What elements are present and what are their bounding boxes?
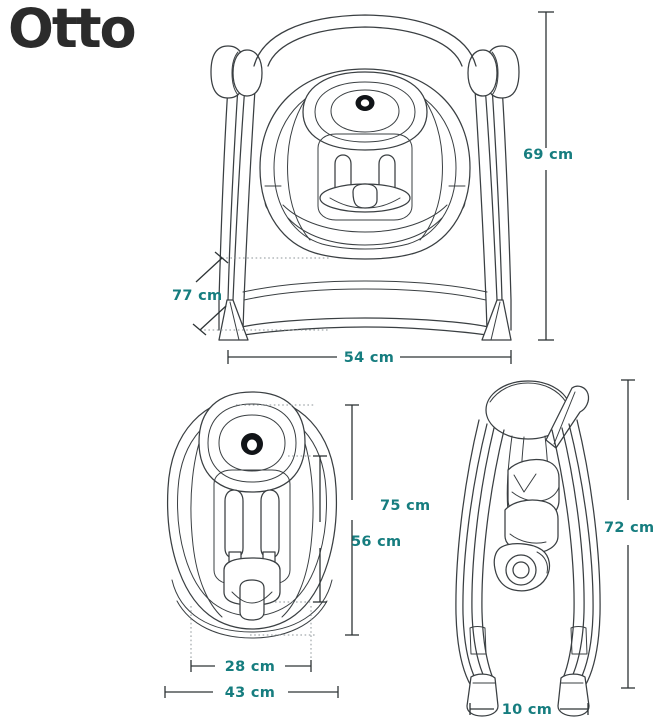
dimension-28cm: 28 cm — [190, 606, 312, 675]
dimension-72cm: 72 cm — [604, 379, 654, 689]
dimension-75cm: 75 cm — [236, 404, 430, 636]
dimension-56cm: 56 cm — [275, 455, 401, 603]
dimension-77cm: 77 cm — [172, 251, 330, 336]
dimension-43cm: 43 cm — [164, 685, 339, 701]
brand-logo: Otto — [8, 0, 137, 60]
dimension-54cm: 54 cm — [227, 350, 512, 366]
dimension-10cm: 10 cm — [469, 702, 589, 718]
dimension-54cm-label: 54 cm — [344, 350, 394, 366]
dimension-72cm-label: 72 cm — [604, 520, 654, 536]
front-view-illustration — [210, 14, 520, 341]
dimension-69cm: 69 cm — [523, 11, 573, 341]
dimension-77cm-label: 77 cm — [172, 288, 222, 304]
folded-view-illustration — [455, 380, 601, 717]
dimension-69cm-label: 69 cm — [523, 147, 573, 163]
dimension-43cm-label: 43 cm — [225, 685, 275, 701]
dimension-75cm-label: 75 cm — [380, 498, 430, 514]
seat-top-view-illustration — [166, 391, 338, 639]
dimension-10cm-label: 10 cm — [502, 702, 552, 718]
dimension-28cm-label: 28 cm — [225, 659, 275, 675]
dimension-56cm-label: 56 cm — [351, 534, 401, 550]
